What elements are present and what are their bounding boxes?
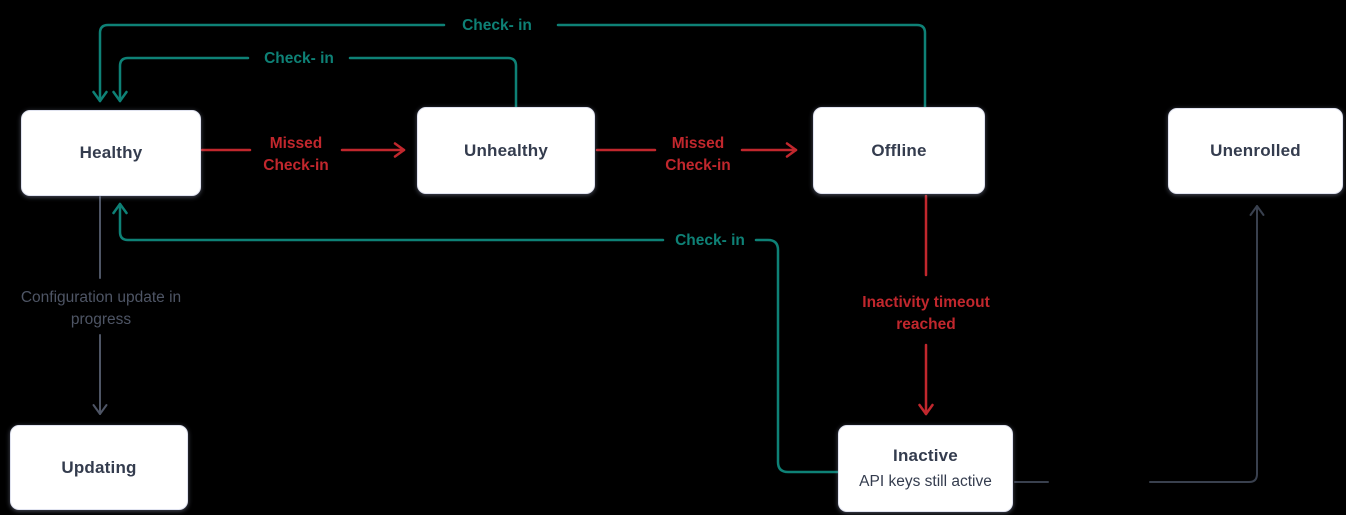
edge-label-checkin-low: Check- in bbox=[675, 232, 745, 249]
edge-label-config-update: Configuration update in progress bbox=[20, 289, 182, 328]
node-unenrolled-label: Unenrolled bbox=[1210, 141, 1301, 160]
edge-label-checkin-mid: Check- in bbox=[264, 50, 334, 67]
node-inactive: Inactive API keys still active bbox=[838, 425, 1013, 512]
edge-checkin-offline-to-healthy bbox=[100, 23, 927, 107]
node-unenrolled: Unenrolled bbox=[1168, 108, 1343, 194]
edge-inactive-to-unenrolled bbox=[1014, 206, 1257, 483]
edge-label-checkin-top: Check- in bbox=[462, 17, 532, 34]
node-healthy: Healthy bbox=[21, 110, 201, 196]
edge-label-missed-checkin-2: Missed Check-in bbox=[665, 135, 731, 174]
node-healthy-label: Healthy bbox=[79, 143, 143, 162]
node-inactive-label: Inactive bbox=[893, 446, 958, 465]
edge-label-inactivity-timeout: Inactivity timeout reached bbox=[862, 294, 990, 333]
node-unhealthy: Unhealthy bbox=[417, 107, 595, 194]
node-updating-label: Updating bbox=[61, 457, 137, 477]
node-unhealthy-label: Unhealthy bbox=[464, 140, 548, 160]
edge-checkin-unhealthy-to-healthy bbox=[120, 56, 518, 107]
edge-checkin-inactive-to-healthy bbox=[120, 204, 840, 474]
node-offline-label: Offline bbox=[871, 140, 927, 160]
node-inactive-sublabel: API keys still active bbox=[859, 473, 992, 490]
node-updating: Updating bbox=[10, 425, 188, 510]
edge-label-missed-checkin-1: Missed Check-in bbox=[263, 135, 329, 174]
node-offline: Offline bbox=[813, 107, 985, 194]
